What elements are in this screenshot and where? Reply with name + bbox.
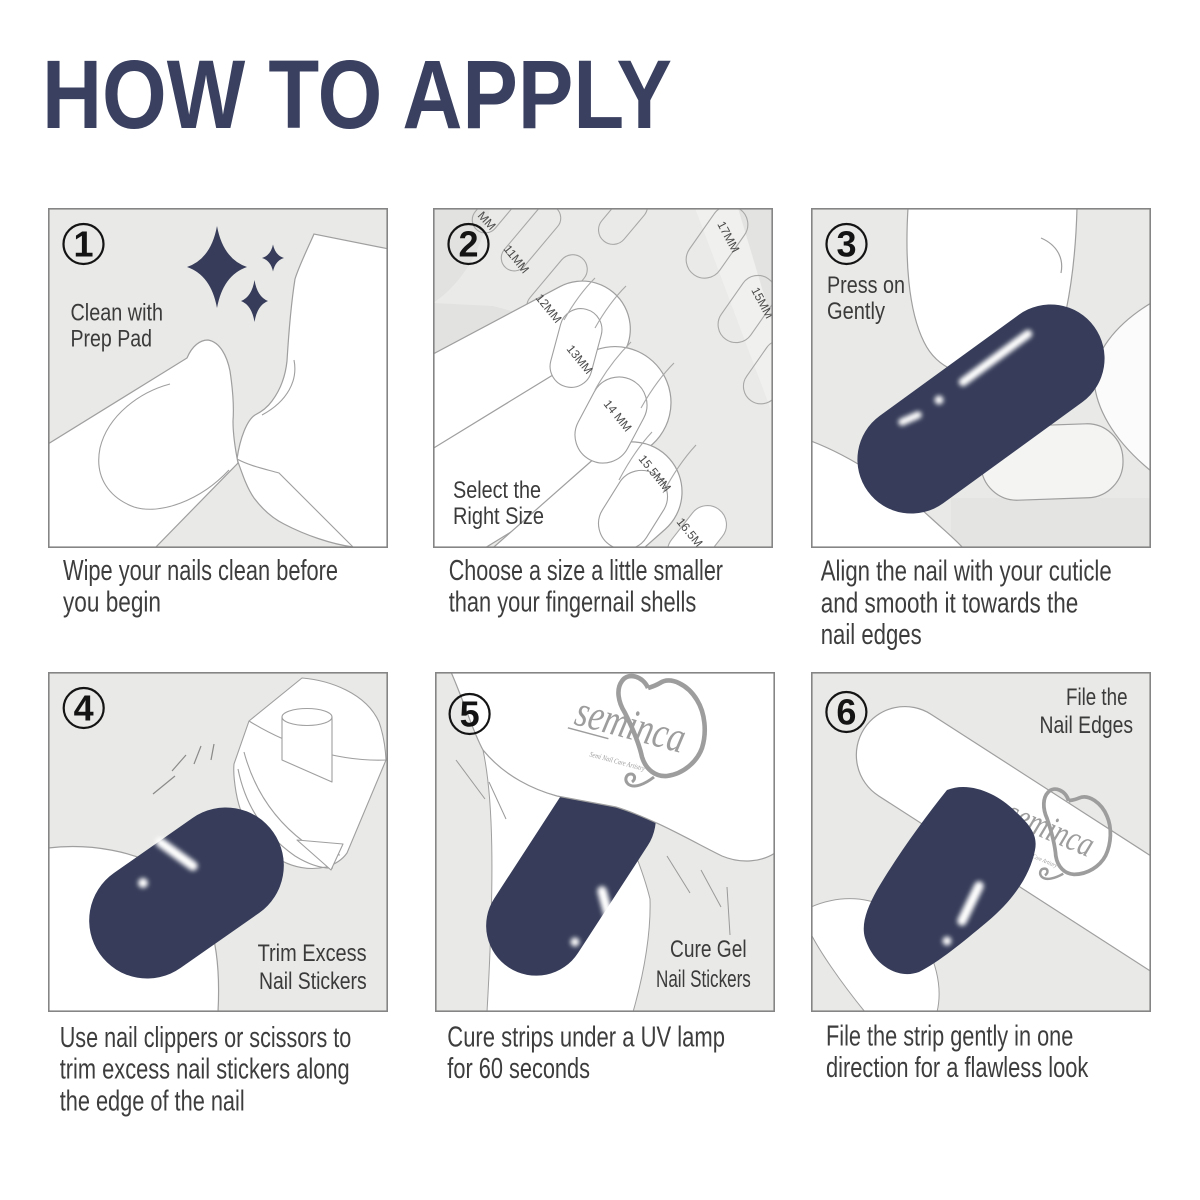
svg-text:5: 5 <box>460 694 480 735</box>
svg-text:6: 6 <box>836 692 856 733</box>
svg-text:Gently: Gently <box>827 298 885 325</box>
svg-text:3: 3 <box>836 224 856 265</box>
svg-text:Press on: Press on <box>827 272 905 299</box>
svg-text:you begin: you begin <box>63 587 161 619</box>
svg-text:direction for a flawless look: direction for a flawless look <box>826 1052 1089 1084</box>
svg-text:and smooth it towards the: and smooth it towards the <box>821 587 1079 619</box>
svg-text:trim excess nail stickers alon: trim excess nail stickers along <box>60 1054 350 1086</box>
svg-text:than your fingernail shells: than your fingernail shells <box>449 587 697 619</box>
svg-text:Cure strips under a UV lamp: Cure strips under a UV lamp <box>447 1021 725 1053</box>
svg-text:1: 1 <box>73 224 93 265</box>
svg-text:nail edges: nail edges <box>821 619 922 651</box>
svg-text:Choose a size a little smaller: Choose a size a little smaller <box>449 555 724 587</box>
svg-text:Prep Pad: Prep Pad <box>71 326 153 353</box>
svg-text:2: 2 <box>458 224 478 265</box>
svg-text:HOW TO APPLY: HOW TO APPLY <box>42 40 672 149</box>
svg-text:Nail Stickers: Nail Stickers <box>656 966 751 993</box>
svg-text:File the strip gently in one: File the strip gently in one <box>826 1020 1073 1052</box>
svg-text:for 60 seconds: for 60 seconds <box>447 1053 590 1085</box>
svg-text:Trim Excess: Trim Excess <box>258 940 367 967</box>
svg-text:Right Size: Right Size <box>453 503 544 530</box>
svg-text:Align the nail with your cutic: Align the nail with your cuticle <box>821 556 1112 588</box>
svg-text:Select the: Select the <box>453 477 541 504</box>
svg-text:Use nail clippers or scissors: Use nail clippers or scissors to <box>60 1022 352 1054</box>
svg-text:Cure Gel: Cure Gel <box>670 936 747 963</box>
svg-text:Nail Stickers: Nail Stickers <box>259 968 367 995</box>
svg-text:the edge of the nail: the edge of the nail <box>60 1085 245 1117</box>
svg-text:4: 4 <box>74 688 94 729</box>
svg-text:Wipe your nails clean before: Wipe your nails clean before <box>63 555 338 587</box>
svg-text:Nail Edges: Nail Edges <box>1040 712 1134 739</box>
svg-text:Clean with: Clean with <box>71 300 164 327</box>
svg-text:File the: File the <box>1066 684 1128 711</box>
